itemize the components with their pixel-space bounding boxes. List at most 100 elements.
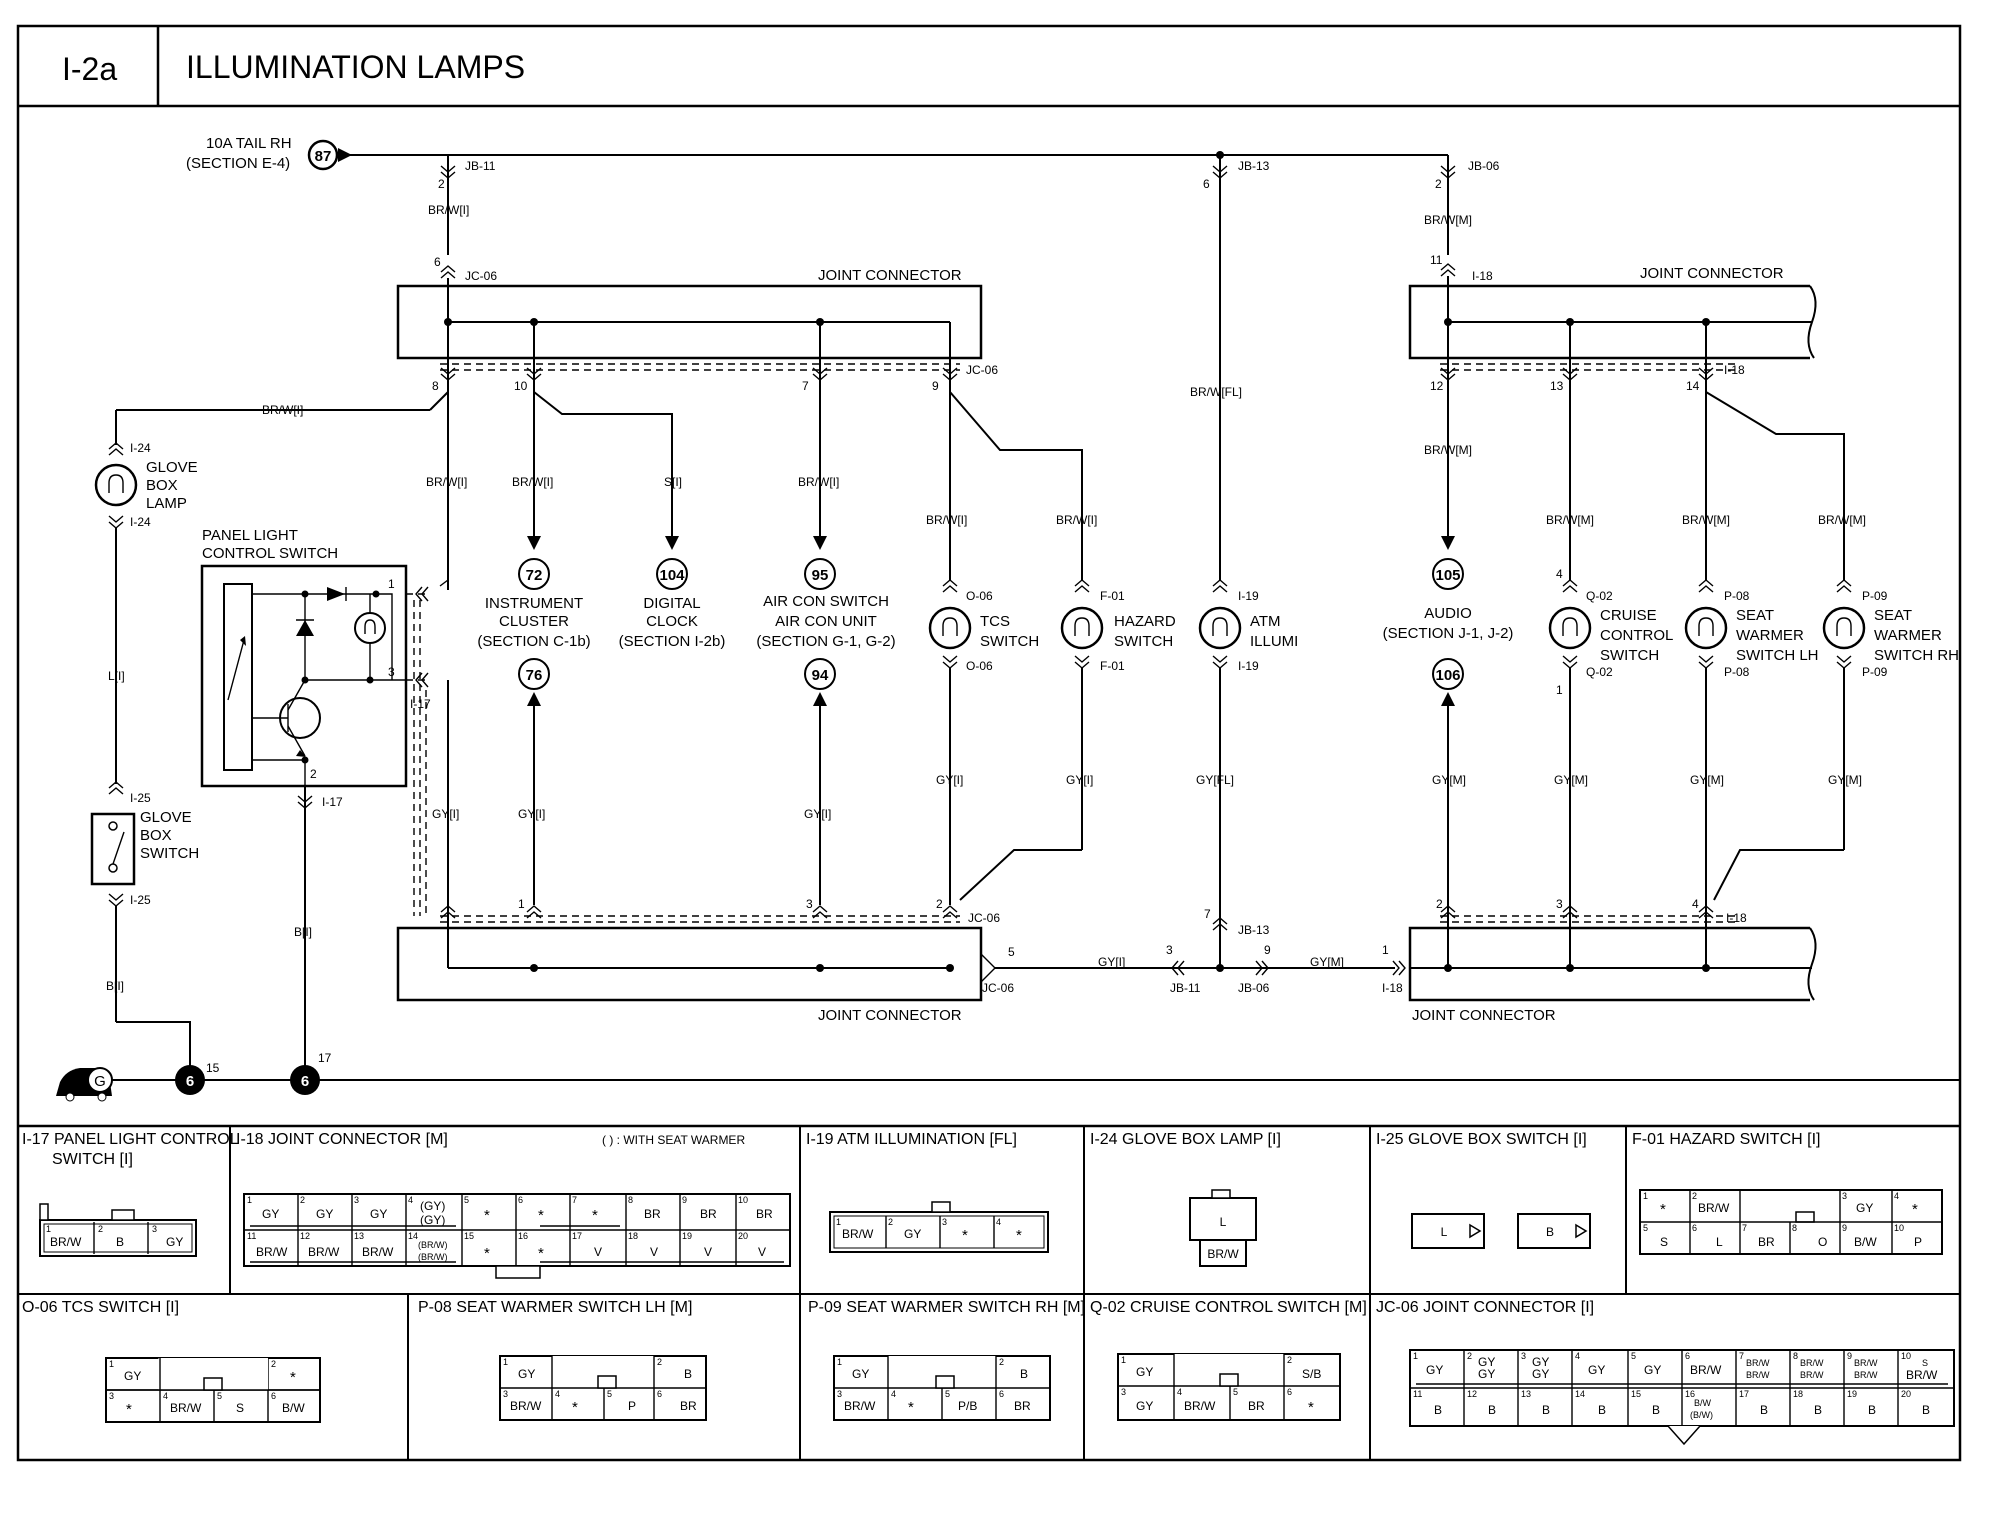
svg-text:I-25: I-25 bbox=[130, 791, 151, 805]
svg-text:BR/W[FL]: BR/W[FL] bbox=[1190, 385, 1242, 399]
svg-text:BR/W: BR/W bbox=[308, 1245, 340, 1259]
svg-text:1: 1 bbox=[503, 1357, 508, 1367]
svg-text:ATM: ATM bbox=[1250, 613, 1281, 630]
svg-text:19: 19 bbox=[682, 1231, 692, 1241]
svg-text:5: 5 bbox=[945, 1389, 950, 1399]
svg-text:8: 8 bbox=[628, 1195, 633, 1205]
svg-text:1: 1 bbox=[388, 577, 395, 591]
svg-text:4: 4 bbox=[1692, 897, 1699, 911]
svg-text:O-06: O-06 bbox=[966, 659, 993, 673]
svg-text:BR/W[M]: BR/W[M] bbox=[1424, 443, 1472, 457]
connector-i25: I-25 GLOVE BOX SWITCH [I] L B bbox=[1376, 1131, 1591, 1249]
svg-text:S: S bbox=[1922, 1358, 1928, 1368]
svg-text:GY[I]: GY[I] bbox=[804, 807, 831, 821]
svg-text:*: * bbox=[126, 1401, 132, 1418]
svg-text:6: 6 bbox=[434, 255, 441, 269]
svg-text:I-17: I-17 bbox=[322, 795, 343, 809]
svg-text:P-09 SEAT WARMER SWITCH RH [M]: P-09 SEAT WARMER SWITCH RH [M] bbox=[808, 1299, 1085, 1316]
svg-text:2: 2 bbox=[936, 897, 943, 911]
svg-text:1: 1 bbox=[518, 897, 525, 911]
seat-warmer-lh-lamp bbox=[1684, 606, 1728, 650]
svg-text:AIR CON SWITCH: AIR CON SWITCH bbox=[763, 593, 889, 610]
svg-text:L: L bbox=[1716, 1235, 1723, 1249]
svg-text:1: 1 bbox=[1121, 1355, 1126, 1365]
svg-text:106: 106 bbox=[1435, 667, 1460, 684]
svg-text:5: 5 bbox=[464, 1195, 469, 1205]
svg-text:GY: GY bbox=[1136, 1399, 1153, 1413]
svg-text:Q-02: Q-02 bbox=[1586, 665, 1613, 679]
svg-text:2: 2 bbox=[310, 767, 317, 781]
svg-text:GY: GY bbox=[370, 1207, 387, 1221]
svg-text:G: G bbox=[94, 1073, 106, 1090]
svg-text:GY[FL]: GY[FL] bbox=[1196, 773, 1234, 787]
svg-text:1: 1 bbox=[1556, 683, 1563, 697]
svg-text:B/W: B/W bbox=[282, 1401, 305, 1415]
svg-text:15: 15 bbox=[1631, 1389, 1641, 1399]
svg-text:BR/W: BR/W bbox=[1746, 1358, 1770, 1368]
hazard-switch-lamp bbox=[1060, 606, 1104, 650]
svg-text:6: 6 bbox=[1287, 1387, 1292, 1397]
svg-text:V: V bbox=[704, 1245, 712, 1259]
svg-text:GY: GY bbox=[1426, 1363, 1443, 1377]
svg-text:GY[I]: GY[I] bbox=[1098, 955, 1125, 969]
svg-text:O-06: O-06 bbox=[966, 589, 993, 603]
svg-text:10: 10 bbox=[1901, 1351, 1911, 1361]
svg-text:5: 5 bbox=[1233, 1387, 1238, 1397]
svg-text:HAZARD: HAZARD bbox=[1114, 613, 1176, 630]
svg-text:BR: BR bbox=[1758, 1235, 1775, 1249]
svg-text:3: 3 bbox=[1556, 897, 1563, 911]
svg-text:SWITCH: SWITCH bbox=[1114, 633, 1173, 650]
svg-text:B/W: B/W bbox=[1694, 1398, 1712, 1408]
svg-text:V: V bbox=[594, 1245, 602, 1259]
svg-text:CLOCK: CLOCK bbox=[646, 613, 698, 630]
svg-text:11: 11 bbox=[1430, 253, 1443, 267]
tcs-switch-lamp bbox=[928, 606, 972, 650]
svg-text:TCS: TCS bbox=[980, 613, 1010, 630]
connector-i24: I-24 GLOVE BOX LAMP [I] L BR/W bbox=[1090, 1131, 1281, 1267]
svg-text:4: 4 bbox=[1894, 1191, 1899, 1201]
svg-text:GY: GY bbox=[262, 1207, 279, 1221]
svg-text:CONTROL SWITCH: CONTROL SWITCH bbox=[202, 545, 338, 562]
svg-text:Q-02: Q-02 bbox=[1586, 589, 1613, 603]
connector-p08: P-08 SEAT WARMER SWITCH LH [M] 1 GY 2 B … bbox=[418, 1299, 707, 1421]
svg-text:GY[M]: GY[M] bbox=[1310, 955, 1344, 969]
svg-text:(SECTION I-2b): (SECTION I-2b) bbox=[619, 633, 726, 650]
svg-text:6: 6 bbox=[1685, 1351, 1690, 1361]
svg-text:12: 12 bbox=[1467, 1389, 1477, 1399]
ground-point-17 bbox=[290, 1065, 320, 1095]
svg-text:BR/W: BR/W bbox=[1854, 1358, 1878, 1368]
fuse-label: 10A TAIL RH bbox=[206, 135, 292, 152]
svg-text:S: S bbox=[1660, 1235, 1668, 1249]
svg-text:BR: BR bbox=[756, 1207, 773, 1221]
outer-frame bbox=[16, 24, 1962, 1462]
svg-text:12: 12 bbox=[1430, 379, 1444, 393]
svg-text:1: 1 bbox=[46, 1224, 51, 1234]
svg-text:SWITCH RH: SWITCH RH bbox=[1874, 647, 1959, 664]
svg-text:L: L bbox=[1441, 1225, 1448, 1239]
svg-text:B: B bbox=[116, 1235, 124, 1249]
svg-text:9: 9 bbox=[1847, 1351, 1852, 1361]
svg-text:S: S bbox=[236, 1401, 244, 1415]
svg-text:P-08 SEAT WARMER SWITCH LH [M]: P-08 SEAT WARMER SWITCH LH [M] bbox=[418, 1299, 692, 1316]
svg-text:GLOVE: GLOVE bbox=[140, 809, 192, 826]
svg-text:B/W: B/W bbox=[1854, 1235, 1877, 1249]
svg-text:9: 9 bbox=[1842, 1223, 1847, 1233]
svg-text:I-25: I-25 bbox=[130, 893, 151, 907]
svg-text:4: 4 bbox=[1556, 567, 1563, 581]
joint-connector-jc06-top bbox=[396, 284, 983, 360]
svg-text:2: 2 bbox=[300, 1195, 305, 1205]
svg-text:P: P bbox=[628, 1399, 636, 1413]
svg-text:4: 4 bbox=[1177, 1387, 1182, 1397]
joint-connector-i18-top bbox=[1408, 284, 1810, 360]
svg-text:P-08: P-08 bbox=[1724, 589, 1750, 603]
svg-text:GY: GY bbox=[1478, 1355, 1495, 1369]
connector-i17: I-17 PANEL LIGHT CONTROL SWITCH [I] 1 BR… bbox=[22, 1131, 239, 1257]
svg-text:2: 2 bbox=[999, 1357, 1004, 1367]
svg-text:I-24 GLOVE BOX LAMP [I]: I-24 GLOVE BOX LAMP [I] bbox=[1090, 1131, 1281, 1148]
svg-text:GY: GY bbox=[1532, 1355, 1549, 1369]
svg-text:O-06 TCS SWITCH [I]: O-06 TCS SWITCH [I] bbox=[22, 1299, 179, 1316]
svg-text:BR/W: BR/W bbox=[842, 1227, 874, 1241]
svg-text:GLOVE: GLOVE bbox=[146, 459, 198, 476]
svg-text:BR: BR bbox=[1014, 1399, 1031, 1413]
svg-text:GY: GY bbox=[166, 1235, 183, 1249]
